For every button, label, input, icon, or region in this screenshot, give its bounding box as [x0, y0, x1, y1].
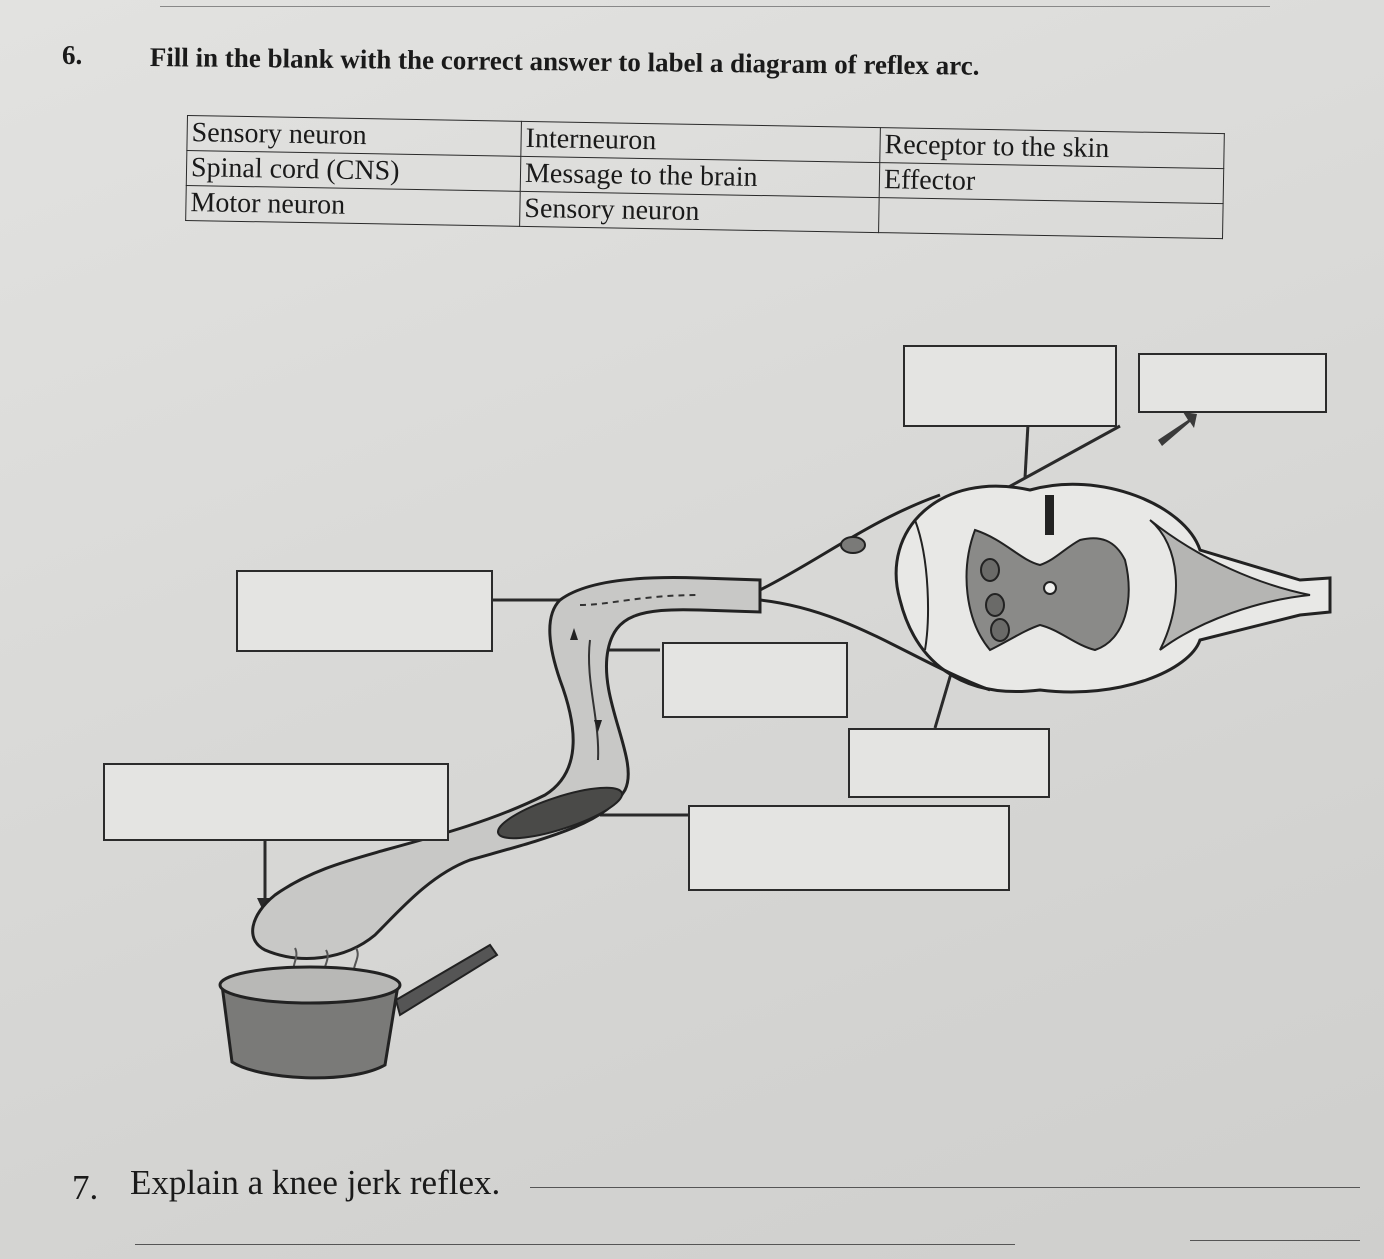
top-rule-line — [160, 6, 1270, 7]
brain-arrow-icon — [1158, 412, 1197, 446]
label-blank-box[interactable] — [103, 763, 449, 841]
arm — [251, 576, 762, 960]
spinal-cord — [894, 482, 1332, 694]
question-7-number: 7. — [72, 1168, 99, 1207]
answer-line[interactable] — [530, 1187, 1360, 1188]
label-blank-box[interactable] — [236, 570, 493, 652]
ganglion — [840, 536, 866, 554]
label-blank-box[interactable] — [662, 642, 848, 718]
label-blank-box[interactable] — [848, 728, 1050, 798]
label-blank-box[interactable] — [903, 345, 1117, 427]
label-blank-box[interactable] — [1138, 353, 1327, 413]
question-6-number: 6. — [62, 40, 83, 70]
saucepan — [218, 943, 499, 1080]
answer-line[interactable] — [1190, 1240, 1360, 1241]
answer-line[interactable] — [135, 1244, 1015, 1245]
muscle — [496, 786, 624, 840]
label-blank-box[interactable] — [688, 805, 1010, 891]
question-7-text: Explain a knee jerk reflex. — [130, 1163, 501, 1202]
